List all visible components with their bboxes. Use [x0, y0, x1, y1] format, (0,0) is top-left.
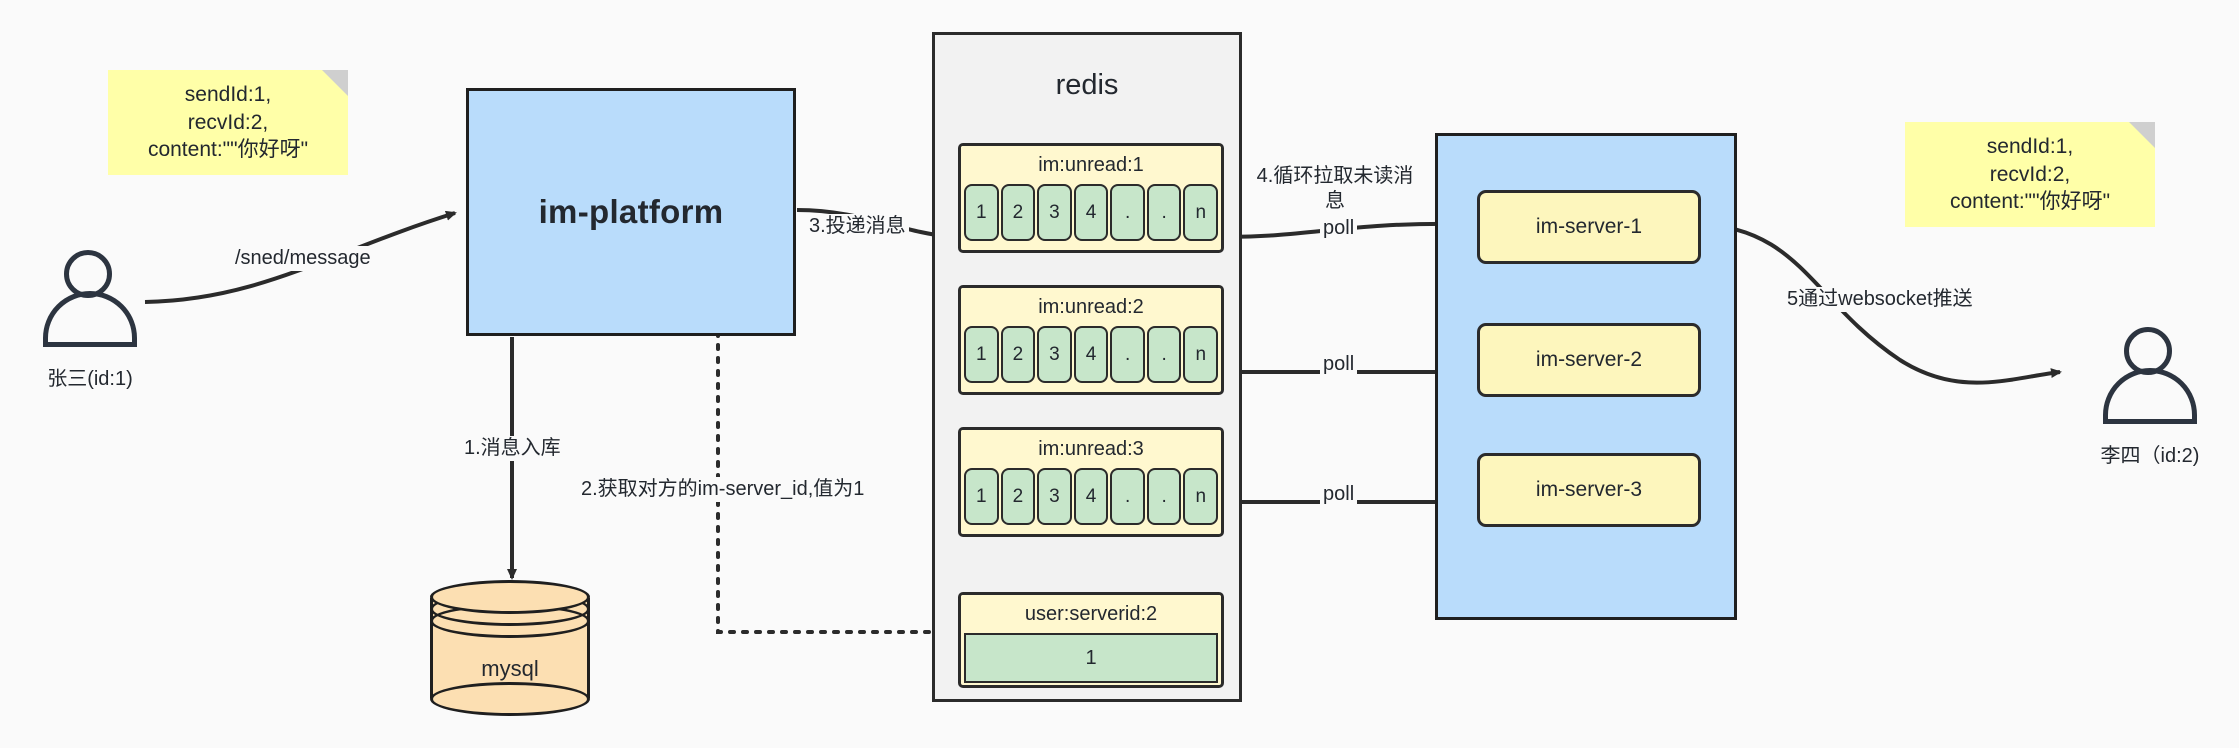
queue-cell: . — [1110, 184, 1145, 241]
queue-cell: . — [1110, 326, 1145, 383]
person-body-icon — [2103, 368, 2197, 424]
im-server-3-label: im-server-3 — [1535, 478, 1643, 501]
queue-cell: 1 — [964, 326, 999, 383]
queue-cell: 2 — [1000, 326, 1036, 383]
redis-key-im-unread-2[interactable]: im:unread:2 1 2 3 4 . . n — [958, 285, 1224, 395]
queue-cell: 4 — [1073, 326, 1109, 383]
redis-key-name: im:unread:1 — [961, 146, 1221, 184]
queue-cell: n — [1183, 184, 1219, 241]
queue-cell: 1 — [964, 468, 999, 525]
edge-label-step1: 1.消息入库 — [461, 436, 564, 461]
cylinder-top — [430, 580, 590, 614]
edge-label-send-message: /sned/message — [232, 246, 374, 271]
actor-sender-label: 张三(id:1) — [47, 368, 133, 390]
queue-cell: 3 — [1037, 184, 1072, 241]
edge-redis-to-platform-dotted — [713, 316, 957, 634]
actor-receiver-label: 李四（id:2) — [2100, 445, 2200, 467]
edge-label-step4: 4.循环拉取未读消 息 — [1253, 164, 1417, 214]
node-im-server-3[interactable]: im-server-3 — [1477, 453, 1701, 527]
queue-cell: n — [1183, 468, 1219, 525]
note-left: sendId:1, recvId:2, content:""你好呀" — [108, 70, 348, 175]
edge-label-step2: 2.获取对方的im-server_id,值为1 — [578, 477, 868, 502]
node-im-platform[interactable]: im-platform — [466, 88, 796, 336]
redis-serverid-value: 1 — [964, 633, 1218, 683]
redis-key-im-unread-1[interactable]: im:unread:1 1 2 3 4 . . n — [958, 143, 1224, 253]
note-fold-icon — [2129, 122, 2155, 148]
node-im-server-1[interactable]: im-server-1 — [1477, 190, 1701, 264]
edge-label-step3: 3.投递消息 — [806, 214, 909, 239]
edge-label-poll-3: poll — [1320, 482, 1358, 507]
node-im-server-2[interactable]: im-server-2 — [1477, 323, 1701, 397]
queue-cell: . — [1146, 468, 1182, 525]
cylinder-bottom — [430, 682, 590, 716]
queue-cell: . — [1146, 184, 1182, 241]
im-server-2-label: im-server-2 — [1535, 348, 1643, 371]
edge-label-poll-1: poll — [1320, 216, 1358, 241]
queue-cell: 4 — [1073, 184, 1109, 241]
person-icon — [2090, 327, 2210, 427]
im-server-1-label: im-server-1 — [1535, 215, 1643, 238]
redis-title: redis — [1055, 69, 1119, 101]
queue-cell: 2 — [1000, 468, 1036, 525]
note-right-text: sendId:1, recvId:2, content:""你好呀" — [1949, 134, 2111, 214]
queue-cell: . — [1110, 468, 1145, 525]
redis-key-name: im:unread:2 — [961, 288, 1221, 326]
actor-receiver: 李四（id:2) — [2090, 327, 2210, 468]
queue-cell: 1 — [964, 184, 999, 241]
queue-cell: 3 — [1037, 326, 1072, 383]
queue-cell: 3 — [1037, 468, 1072, 525]
queue-cell: . — [1146, 326, 1182, 383]
queue-cell: n — [1183, 326, 1219, 383]
queue-cell: 4 — [1073, 468, 1109, 525]
redis-key-cells: 1 2 3 4 . . n — [961, 184, 1221, 244]
edge-label-poll-2: poll — [1320, 352, 1358, 377]
person-body-icon — [43, 291, 137, 347]
redis-key-user-serverid[interactable]: user:serverid:2 1 — [958, 592, 1224, 688]
note-left-text: sendId:1, recvId:2, content:""你好呀" — [147, 82, 309, 162]
queue-cell: 2 — [1000, 184, 1036, 241]
redis-key-cells: 1 2 3 4 . . n — [961, 468, 1221, 528]
node-mysql[interactable]: mysql — [430, 580, 590, 720]
note-right: sendId:1, recvId:2, content:""你好呀" — [1905, 122, 2155, 227]
im-platform-label: im-platform — [538, 193, 724, 230]
note-fold-icon — [322, 70, 348, 96]
redis-serverid-name: user:serverid:2 — [961, 595, 1221, 633]
redis-key-name: im:unread:3 — [961, 430, 1221, 468]
redis-key-im-unread-3[interactable]: im:unread:3 1 2 3 4 . . n — [958, 427, 1224, 537]
redis-key-cells: 1 2 3 4 . . n — [961, 326, 1221, 386]
person-icon — [30, 250, 150, 350]
edge-label-step5: 5通过websocket推送 — [1784, 287, 1976, 312]
actor-sender: 张三(id:1) — [30, 250, 150, 391]
mysql-label: mysql — [481, 656, 539, 681]
